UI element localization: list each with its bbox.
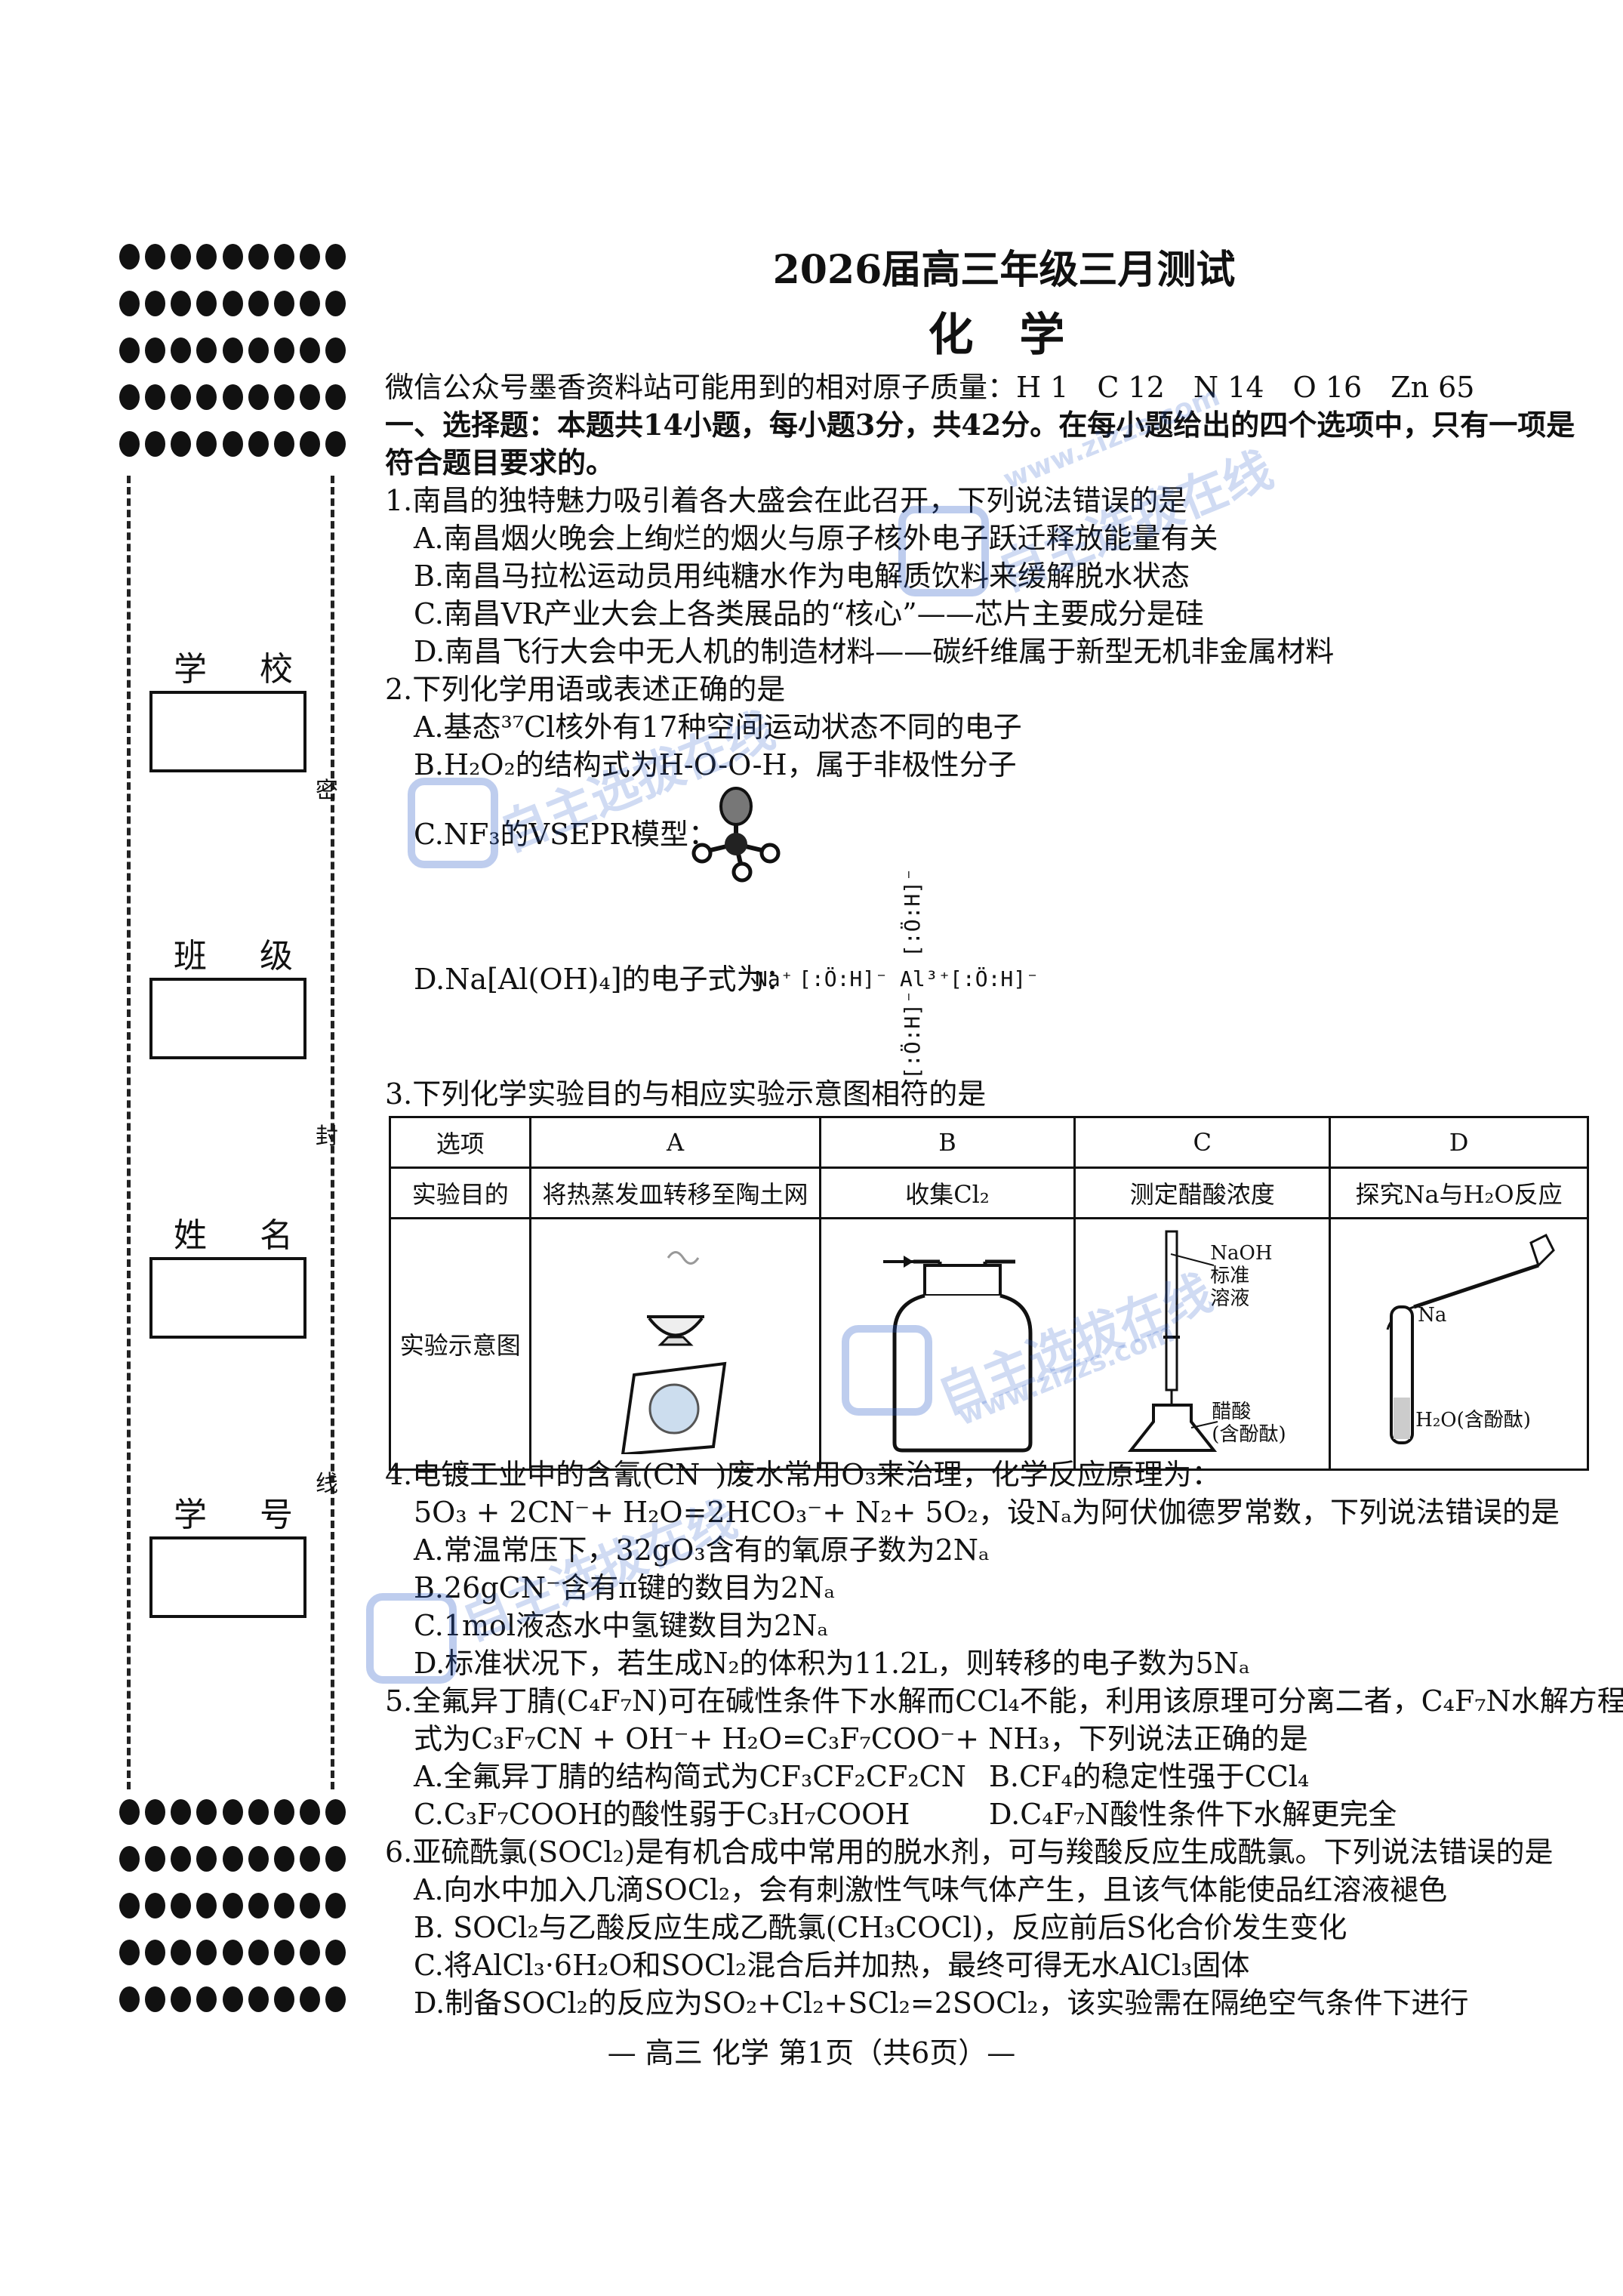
watermark-logo-icon (366, 1593, 457, 1684)
q2-stem: 2.下列化学用语或表述正确的是 (385, 673, 786, 706)
q2-option-d: D.Na[Al(OH)₄]的电子式为： (414, 963, 794, 996)
titration-diagram (1127, 1230, 1218, 1452)
q3-cell-header-b: B (818, 1116, 1076, 1169)
seal-char-mi: 密 (316, 778, 338, 804)
q5-stem-line2: 式为C₃F₇CN + OH⁻+ H₂O=C₃F₇COO⁻+ NH₃，下列说法正确… (414, 1722, 1308, 1755)
q6-option-a: A.向水中加入几滴SOCl₂，会有刺激性气味气体产生，且该气体能使品红溶液褪色 (414, 1873, 1448, 1906)
lewis-al: Al³⁺ (900, 966, 951, 991)
lewis-oh-top: [:Ö:H]⁻ (900, 868, 925, 957)
atomic-masses: 微信公众号墨香资料站可能用到的相对原子质量：H 1 C 12 N 14 O 16… (385, 371, 1475, 404)
lewis-oh-left: [:Ö:H]⁻ (799, 966, 888, 991)
q4-option-a: A.常温常压下，32gO₃含有的氧原子数为2Nₐ (414, 1533, 990, 1567)
q3-cell-diagram-d: Na H₂O(含酚酞) (1329, 1217, 1589, 1471)
titration-label-phenolphthalein: (含酚酞) (1212, 1423, 1286, 1446)
q3-cell-diagram-c: NaOH 标准 溶液 醋酸 (含酚酞) (1073, 1217, 1332, 1471)
seal-char-xian: 线 (316, 1471, 338, 1497)
q3-cell-header-d: D (1329, 1116, 1589, 1169)
label-school: 学 校 (174, 650, 314, 689)
q6-option-c: C.将AlCl₃·6H₂O和SOCl₂混合后并加热，最终可得无水AlCl₃固体 (414, 1949, 1250, 1982)
q1-option-c: C.南昌VR产业大会上各类展品的“核心”——芯片主要成分是硅 (414, 597, 1204, 630)
q1-option-d: D.南昌飞行大会中无人机的制造材料——碳纤维属于新型无机非金属材料 (414, 635, 1335, 668)
seal-char-feng: 封 (316, 1123, 338, 1150)
lewis-oh-right: [:Ö:H]⁻ (950, 966, 1039, 991)
sodium-label: Na (1418, 1304, 1447, 1327)
sodium-water-diagram (1386, 1233, 1555, 1444)
water-phenolphthalein-label: H₂O(含酚酞) (1415, 1409, 1531, 1432)
q3-stem: 3.下列化学实验目的与相应实验示意图相符的是 (385, 1077, 987, 1111)
q2-option-a: A.基态³⁷Cl核外有17种空间运动状态不同的电子 (414, 710, 1022, 744)
q3-cell-diagram-a (529, 1217, 821, 1471)
watermark-logo-icon (842, 1325, 932, 1416)
q5-option-b: B.CF₄的稳定性强于CCl₄ (989, 1760, 1310, 1793)
q4-option-c: C.1mol液态水中氢键数目为2Nₐ (414, 1609, 829, 1642)
watermark-logo-icon (408, 778, 498, 868)
q1-stem: 1.南昌的独特魅力吸引着各大盛会在此召开，下列说法错误的是 (385, 484, 1187, 517)
lewis-oh-bottom: [:Ö:H]⁻ (900, 990, 925, 1080)
q4-stem-line2: 5O₃ + 2CN⁻+ H₂O=2HCO₃⁻+ N₂+ 5O₂，设Nₐ为阿伏伽德… (414, 1496, 1560, 1529)
label-name: 姓 名 (174, 1216, 314, 1255)
binding-dashed-line-right (331, 476, 334, 1789)
section1-heading: 一、选择题：本题共14小题，每小题3分，共42分。在每小题给出的四个选项中，只有… (385, 408, 1575, 442)
section1-heading-cont: 符合题目要求的。 (385, 445, 615, 479)
q3-cell-header-c: C (1073, 1116, 1332, 1169)
q3-cell-purpose-label: 实验目的 (388, 1166, 532, 1219)
binding-dashed-line-left (127, 476, 131, 1789)
q4-stem-line1: 4.电镀工业中的含氰(CN⁻)废水常用O₃来治理，化学反应原理为： (385, 1458, 1221, 1491)
q6-option-b: B. SOCl₂与乙酸反应生成乙酰氯(CH₃COCl)，反应前后S化合价发生变化 (414, 1911, 1347, 1944)
q5-option-c: C.C₃F₇COOH的酸性弱于C₃H₇COOH (414, 1798, 910, 1831)
evaporating-dish-diagram (621, 1251, 726, 1456)
nf3-vsepr-model (691, 787, 781, 883)
q3-cell-header-label: 选项 (388, 1116, 532, 1169)
watermark-logo-icon (898, 506, 989, 596)
q3-cell-purpose-d: 探究Na与H₂O反应 (1329, 1166, 1589, 1219)
student-id-field[interactable] (149, 1536, 306, 1618)
q2-option-b: B.H₂O₂的结构式为H-O-O-H，属于非极性分子 (414, 748, 1017, 781)
q1-option-b: B.南昌马拉松运动员用纯糖水作为电解质饮料来缓解脱水状态 (414, 559, 1190, 593)
exam-title: 2026届高三年级三月测试 (772, 247, 1236, 293)
titration-label-naoh: NaOH (1210, 1242, 1273, 1265)
q6-option-d: D.制备SOCl₂的反应为SO₂+Cl₂+SCl₂=2SOCl₂，该实验需在隔绝… (414, 1986, 1469, 2020)
class-field[interactable] (149, 978, 306, 1059)
al-oh4-lewis-structure: Na⁺ [:Ö:H]⁻ Al³⁺ [:Ö:H]⁻ [:Ö:H]⁻ [:Ö:H]⁻ (755, 868, 1039, 1080)
q6-stem: 6.亚硫酰氯(SOCl₂)是有机合成中常用的脱水剂，可与羧酸反应生成酰氯。下列说… (385, 1835, 1554, 1869)
q3-cell-purpose-c: 测定醋酸浓度 (1073, 1166, 1332, 1219)
q3-cell-diagram-label: 实验示意图 (388, 1217, 532, 1471)
school-field[interactable] (149, 691, 306, 772)
q2-option-c: C.NF₃的VSEPR模型： (414, 818, 718, 851)
label-class: 班 级 (174, 937, 314, 975)
q5-option-d: D.C₄F₇N酸性条件下水解更完全 (989, 1798, 1397, 1831)
titration-label-acetic-acid: 醋酸 (1212, 1401, 1252, 1423)
lewis-na: Na⁺ (755, 966, 793, 991)
q5-option-a: A.全氟异丁腈的结构简式为CF₃CF₂CF₂CN (414, 1760, 966, 1793)
q1-option-a: A.南昌烟火晚会上绚烂的烟火与原子核外电子跃迁释放能量有关 (414, 522, 1218, 555)
page-footer: — 高三 化学 第1页（共6页）— (607, 2036, 1016, 2069)
titration-label-solution: 溶液 (1210, 1287, 1250, 1310)
subject-title: 化 学 (928, 309, 1080, 362)
q4-option-d: D.标准状况下，若生成N₂的体积为11.2L，则转移的电子数为5Nₐ (414, 1647, 1250, 1680)
titration-label-standard: 标准 (1210, 1265, 1250, 1287)
label-student-id: 学 号 (174, 1496, 314, 1534)
q3-cell-header-a: A (529, 1116, 821, 1169)
q5-stem-line1: 5.全氟异丁腈(C₄F₇N)可在碱性条件下水解而CCl₄不能，利用该原理可分离二… (385, 1684, 1623, 1718)
q3-cell-purpose-a: 将热蒸发皿转移至陶土网 (529, 1166, 821, 1219)
name-field[interactable] (149, 1257, 306, 1339)
q3-cell-purpose-b: 收集Cl₂ (818, 1166, 1076, 1219)
q4-option-b: B.26gCN⁻含有π键的数目为2Nₐ (414, 1571, 836, 1604)
